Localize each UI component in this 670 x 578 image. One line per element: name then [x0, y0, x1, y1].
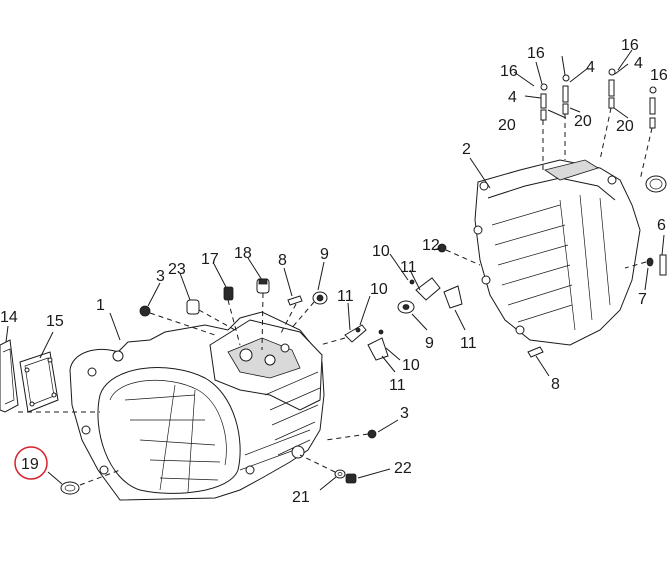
rear-housing: [473, 159, 667, 346]
callout-4-a: 4: [508, 89, 517, 106]
highlight-circle-19: [14, 446, 48, 480]
callout-7: 7: [638, 291, 647, 308]
callout-21: 21: [292, 489, 310, 506]
front-small-parts: [139, 278, 328, 351]
callout-23: 23: [168, 261, 186, 278]
callout-10-c: 10: [402, 357, 420, 374]
callout-20-c: 20: [616, 118, 634, 135]
callout-1: 1: [96, 297, 105, 314]
callout-16-a: 16: [500, 63, 518, 80]
callout-4-c: 4: [634, 55, 643, 72]
callout-8-right: 8: [551, 376, 560, 393]
callout-19: 19: [21, 456, 39, 473]
front-housing: [69, 311, 325, 501]
callout-3-top: 3: [156, 268, 165, 285]
callout-16-d: 16: [650, 67, 668, 84]
callout-20-a: 20: [498, 117, 516, 134]
callout-11-b: 11: [337, 288, 354, 305]
callout-9-top: 9: [320, 246, 329, 263]
seal-part-19: [60, 481, 80, 495]
callout-9-mid: 9: [425, 335, 434, 352]
callout-11-d: 11: [460, 335, 477, 352]
callout-3-bottom: 3: [400, 405, 409, 422]
callout-10-b: 10: [370, 281, 388, 298]
callout-12: 12: [422, 237, 440, 254]
callout-15: 15: [46, 313, 64, 330]
callout-4-b: 4: [586, 59, 595, 76]
callout-14: 14: [0, 309, 18, 326]
callout-16-b: 16: [527, 45, 545, 62]
shift-forks-middle: [299, 243, 481, 484]
callout-16-c: 16: [621, 37, 639, 54]
callout-22: 22: [394, 460, 412, 477]
callout-18: 18: [234, 245, 252, 262]
cover-plates: [0, 339, 100, 413]
callout-10-a: 10: [372, 243, 390, 260]
callout-8-top: 8: [278, 252, 287, 269]
selector-pins: [527, 68, 667, 358]
callout-11-c: 11: [389, 377, 406, 394]
callout-6: 6: [657, 217, 666, 234]
callout-2: 2: [462, 141, 471, 158]
callout-20-b: 20: [574, 113, 592, 130]
callout-11-a: 11: [400, 259, 417, 276]
callout-numbers: 1 2 3 3 4 4 4 6 7 8 8 9 9 10 10 10 11 11…: [0, 37, 668, 506]
leader-lines: [5, 49, 665, 491]
callout-17: 17: [201, 251, 219, 268]
